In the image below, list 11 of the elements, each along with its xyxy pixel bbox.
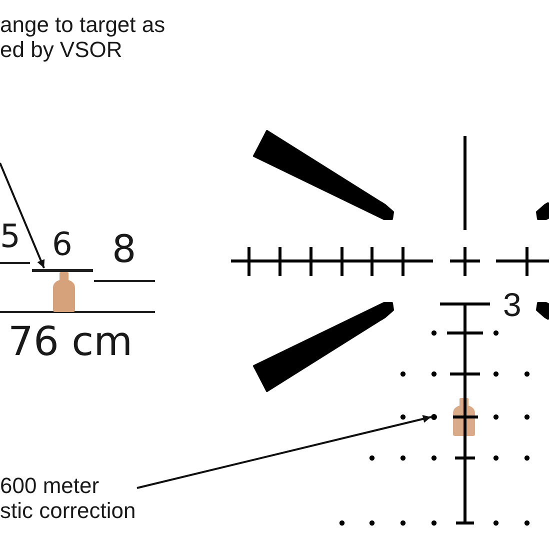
range-number: 8 — [112, 230, 136, 268]
arrow — [136, 415, 432, 489]
reticle-number: 3 — [503, 288, 522, 321]
annotation-text: 600 meter stic correction — [0, 473, 137, 523]
annotation-text: ange to target as ed by VSOR — [0, 12, 180, 62]
dot-icon — [431, 414, 437, 420]
arrow — [0, 162, 45, 268]
range-number: 5 — [0, 220, 20, 252]
distance-label: 76 cm — [8, 322, 133, 362]
range-line — [32, 269, 93, 272]
range-number: 6 — [52, 228, 72, 260]
